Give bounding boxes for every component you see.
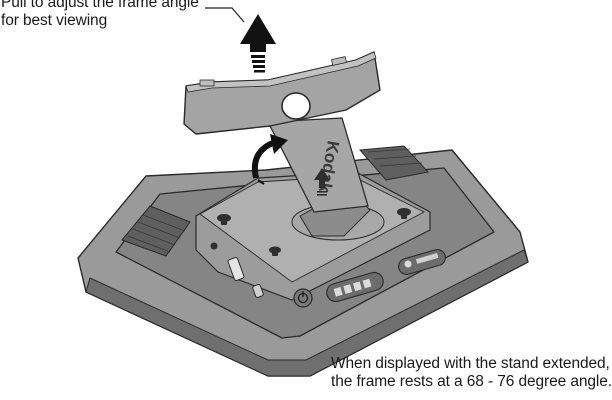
stand-tab-left <box>199 79 215 87</box>
stand-finger-hole <box>281 92 311 120</box>
left-speaker-grille <box>121 205 191 257</box>
control-button-strip <box>326 271 384 303</box>
pull-up-arrow <box>240 14 276 73</box>
left-grille-slots <box>127 214 186 253</box>
angle-note-caption: When displayed with the stand extended, … <box>331 355 612 391</box>
stand-t-bar-top-edge <box>185 51 377 93</box>
stand-molded-arrow <box>314 168 330 196</box>
stand-arm <box>267 117 369 213</box>
menu-button-strip <box>398 249 446 275</box>
stand-tab-right <box>331 56 347 66</box>
pull-instruction-line-2: for best viewing <box>1 12 108 29</box>
pull-instruction-line-1: Pull to adjust the frame angle <box>1 0 199 11</box>
angle-note-line-1: When displayed with the stand extended, <box>331 355 610 372</box>
frame-front-lip <box>85 249 529 377</box>
pull-instruction-caption: Pull to adjust the frame angle for best … <box>1 0 199 30</box>
side-ports <box>210 242 264 298</box>
angle-note-line-2: the frame rests at a 68 - 76 degree angl… <box>331 373 612 390</box>
caption-leader-line <box>205 7 245 23</box>
pivot-curved-arrow <box>251 134 288 185</box>
power-button <box>293 288 313 308</box>
wall-mount-keyholes <box>217 208 411 256</box>
right-grille-slots <box>367 148 423 167</box>
right-speaker-grille <box>358 145 429 181</box>
